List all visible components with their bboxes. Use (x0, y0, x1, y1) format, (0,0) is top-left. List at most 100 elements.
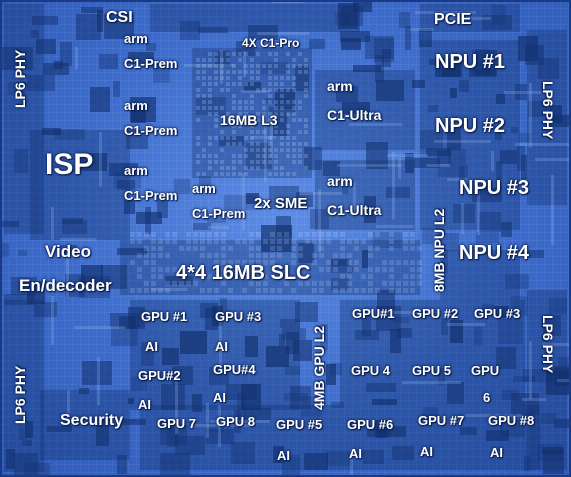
cache-cell (208, 142, 212, 146)
cache-cell (280, 88, 284, 92)
cache-cell (284, 267, 289, 272)
die-block (331, 402, 344, 408)
die-block (1, 221, 19, 227)
cache-cell (232, 160, 236, 164)
cache-cell (280, 94, 284, 98)
cache-cell (304, 64, 308, 68)
die-block (113, 81, 120, 97)
die-block (165, 276, 193, 285)
die-trace (300, 192, 343, 195)
c1-prem-label-4: C1-Prem (192, 206, 246, 221)
gpu-4-label-b: GPU 4 (351, 363, 391, 378)
cache-cell (326, 281, 331, 286)
die-block (6, 449, 15, 469)
die-block (196, 97, 226, 115)
die-block (90, 87, 110, 112)
cache-cell (340, 253, 345, 258)
die-trace (192, 424, 251, 427)
cache-cell (238, 172, 242, 176)
die-block (141, 342, 154, 366)
die-trace (434, 140, 492, 143)
cache-cell (340, 288, 345, 293)
die-trace (461, 203, 464, 234)
cache-cell (284, 232, 289, 237)
cache-cell (268, 52, 272, 56)
cache-cell (256, 288, 261, 293)
die-block (120, 419, 146, 425)
cache-cell (214, 124, 218, 128)
die-block (220, 298, 227, 320)
cache-cell (249, 232, 254, 237)
cache-cell (286, 154, 290, 158)
cache-cell (268, 154, 272, 158)
die-block (128, 307, 145, 329)
cache-cell (256, 260, 261, 265)
cache-cell (291, 288, 296, 293)
die-trace (74, 326, 126, 329)
die-block (428, 105, 438, 112)
cache-cell (312, 232, 317, 237)
video-label: Video (45, 242, 91, 261)
cache-cell (165, 232, 170, 237)
cache-cell (220, 76, 224, 80)
die-block (350, 423, 360, 429)
cache-cell (403, 232, 408, 237)
cache-cell (179, 281, 184, 286)
die-block (282, 455, 300, 477)
die-block (161, 384, 185, 410)
cache-cell (238, 82, 242, 86)
cache-cell (268, 172, 272, 176)
cache-cell (220, 64, 224, 68)
die-block (466, 184, 492, 194)
cache-cell (389, 267, 394, 272)
cache-cell (417, 246, 422, 251)
cache-cell (256, 232, 261, 237)
die-block (392, 446, 414, 460)
die-block (376, 80, 404, 101)
die-block (476, 232, 499, 243)
cache-cell (196, 136, 200, 140)
die-block (19, 428, 26, 440)
die-block (521, 155, 527, 179)
cache-cell (249, 253, 254, 258)
die-block (244, 408, 271, 420)
die-block (99, 54, 118, 69)
cache-cell (221, 274, 226, 279)
die-block (128, 52, 154, 64)
cache-cell (238, 118, 242, 122)
cache-cell (226, 172, 230, 176)
cache-cell (291, 253, 296, 258)
cache-cell (326, 232, 331, 237)
die-block (438, 368, 445, 385)
cache-cell (354, 239, 359, 244)
cache-cell (277, 232, 282, 237)
die-block (472, 188, 502, 202)
die-trace (465, 414, 523, 417)
cache-cell (280, 82, 284, 86)
cache-cell (214, 136, 218, 140)
die-block (518, 36, 538, 61)
die-block (167, 420, 178, 447)
die-block (546, 371, 570, 395)
die-block (447, 126, 461, 150)
cache-cell (232, 124, 236, 128)
die-block (459, 80, 469, 92)
die-region (4, 300, 44, 472)
cache-cell (214, 82, 218, 86)
cache-cell (220, 148, 224, 152)
die-block (397, 328, 412, 338)
die-trace (51, 296, 54, 345)
cache-cell (151, 239, 156, 244)
die-block (365, 36, 394, 59)
cache-cell (274, 124, 278, 128)
arm-label-2: arm (124, 98, 148, 113)
cache-cell (220, 88, 224, 92)
die-block (405, 153, 414, 173)
cache-cell (347, 253, 352, 258)
cache-cell (389, 232, 394, 237)
cache-cell (196, 94, 200, 98)
cache-cell (250, 70, 254, 74)
cache-cell (312, 288, 317, 293)
cache-cell (277, 246, 282, 251)
gpu-6-number-b: 6 (483, 390, 491, 405)
